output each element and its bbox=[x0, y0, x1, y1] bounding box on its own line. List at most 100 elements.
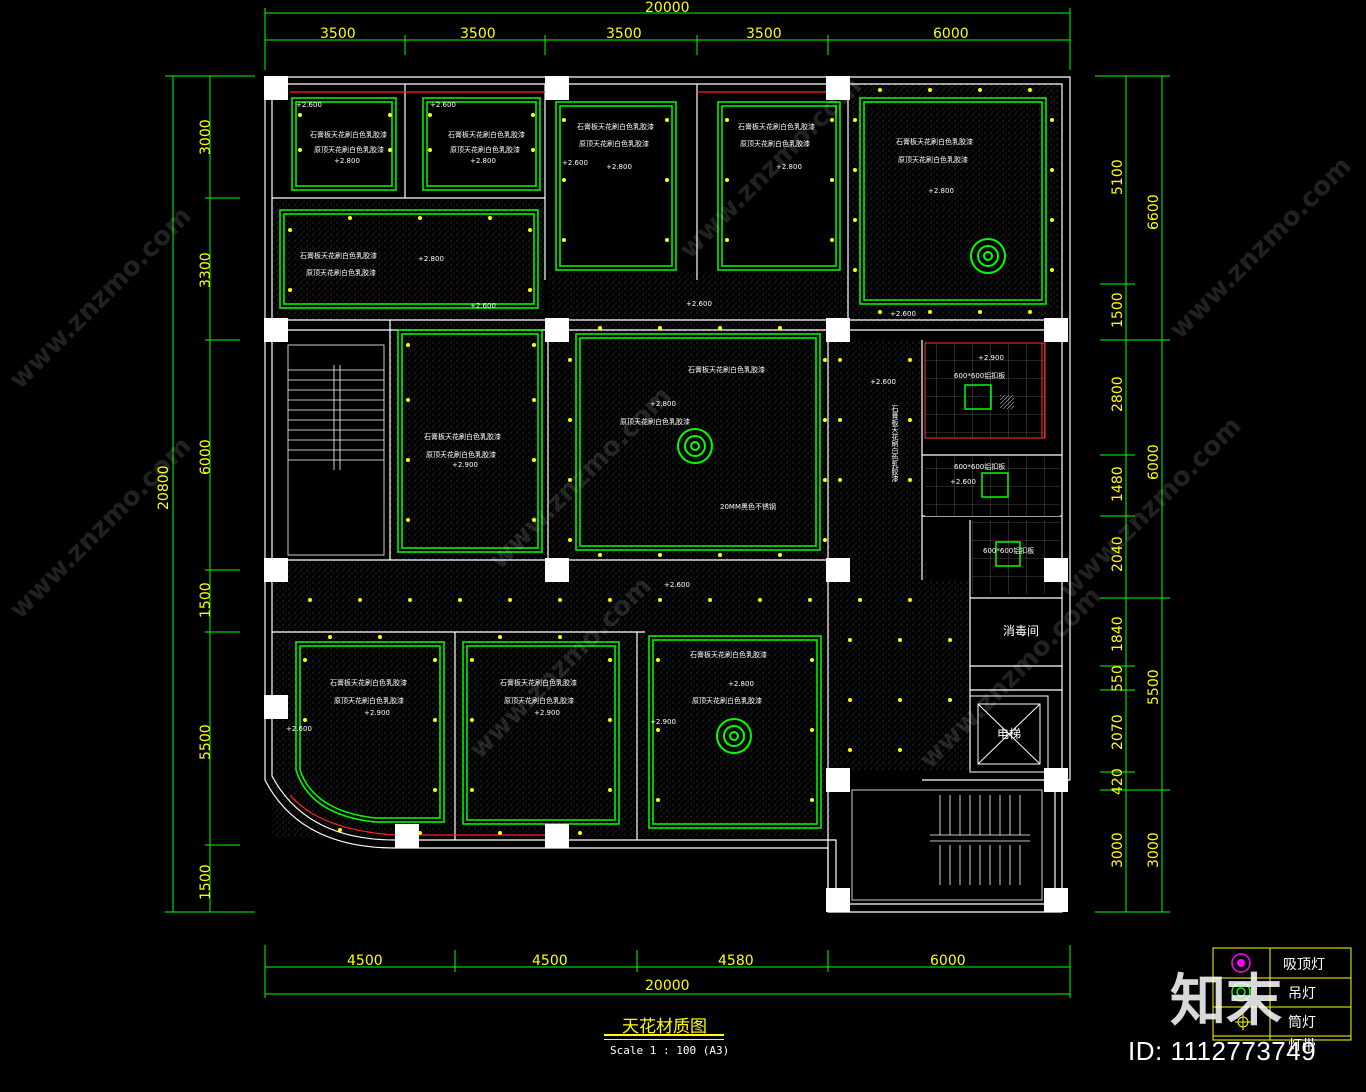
dim-bottom-4: 6000 bbox=[930, 953, 966, 969]
watermark-brand: 知末 bbox=[1170, 969, 1282, 1034]
elev-tag: +2.600 bbox=[470, 302, 496, 310]
label-panel-3: 600*600铝扣板 bbox=[983, 546, 1034, 555]
drawing-title: 天花材质图 bbox=[622, 1017, 707, 1037]
left-dimensions bbox=[165, 75, 255, 913]
label-r10-gypsum: 石膏板天花刷白色乳胶漆 bbox=[500, 678, 577, 687]
legend-pendant-light-label: 吊灯 bbox=[1288, 986, 1316, 1002]
dim-bottom-1: 4500 bbox=[347, 953, 383, 969]
elev-tag: +2.600 bbox=[296, 101, 322, 109]
dim-right-1: 5100 bbox=[1110, 159, 1126, 195]
drawing-scale: Scale 1 : 100 (A3) bbox=[610, 1044, 730, 1057]
dim-left-1: 3000 bbox=[198, 119, 214, 155]
stair-right bbox=[851, 789, 1043, 901]
elevation-tags: +2.800 +2.800 +2.600 +2.600 +2.800 +2.60… bbox=[286, 101, 1004, 733]
label-r9-gypsum: 石膏板天花刷白色乳胶漆 bbox=[330, 678, 407, 687]
dim-left-4: 1500 bbox=[198, 582, 214, 618]
label-r4-gypsum: 石膏板天花刷白色乳胶漆 bbox=[577, 122, 654, 131]
room-labels: 石膏板天花刷白色乳胶漆 原顶天花刷白色乳胶漆 石膏板天花刷白色乳胶漆 原顶天花刷… bbox=[300, 122, 1034, 705]
label-r1-original: 原顶天花刷白色乳胶漆 bbox=[314, 145, 384, 154]
label-r11-gypsum: 石膏板天花刷白色乳胶漆 bbox=[690, 650, 767, 659]
label-r8-original: 原顶天花刷白色乳胶漆 bbox=[620, 417, 690, 426]
legend-ceiling-light-label: 吸顶灯 bbox=[1283, 957, 1325, 973]
dim-right-2: 1500 bbox=[1110, 292, 1126, 328]
label-r11-original: 原顶天花刷白色乳胶漆 bbox=[692, 696, 762, 705]
label-panel-2: 600*600铝扣板 bbox=[954, 462, 1005, 471]
label-r3-gypsum: 石膏板天花刷白色乳胶漆 bbox=[300, 251, 377, 260]
watermark-text: www.znzmo.com bbox=[4, 431, 198, 625]
dim-bottom-2: 4500 bbox=[532, 953, 568, 969]
dim-right-outer-2: 6000 bbox=[1146, 444, 1162, 480]
watermark-text: www.znzmo.com bbox=[674, 71, 868, 265]
elev-tag: +2.600 bbox=[686, 300, 712, 308]
downlight-dots bbox=[288, 88, 1054, 835]
legend bbox=[1212, 947, 1352, 1041]
title-underline-thin bbox=[604, 1039, 724, 1040]
dim-right-3: 2800 bbox=[1110, 376, 1126, 412]
corridor-floors bbox=[272, 84, 1058, 837]
elev-tag: +2.600 bbox=[950, 478, 976, 486]
watermark-text: www.znzmo.com bbox=[4, 201, 198, 395]
elev-tag: +2.900 bbox=[534, 709, 560, 717]
dim-right-4: 1480 bbox=[1110, 466, 1126, 502]
structural-columns bbox=[264, 76, 1068, 912]
dim-bottom-3: 4580 bbox=[718, 953, 754, 969]
dim-left-3: 6000 bbox=[198, 439, 214, 475]
label-r6-gypsum: 石膏板天花刷白色乳胶漆 bbox=[896, 137, 973, 146]
dim-right-6: 1840 bbox=[1110, 616, 1126, 652]
dim-bottom-total: 20000 bbox=[645, 978, 690, 994]
dim-left-2: 3300 bbox=[198, 252, 214, 288]
elev-tag: +2.900 bbox=[452, 461, 478, 469]
dim-right-10: 3000 bbox=[1110, 832, 1126, 868]
label-r2-original: 原顶天花刷白色乳胶漆 bbox=[450, 145, 520, 154]
dim-right-5: 2040 bbox=[1110, 536, 1126, 572]
elev-tag: +2.600 bbox=[286, 725, 312, 733]
label-r3-original: 原顶天花刷白色乳胶漆 bbox=[306, 268, 376, 277]
dim-top-4: 3500 bbox=[746, 26, 782, 42]
label-panel-1: 600*600铝扣板 bbox=[954, 371, 1005, 380]
pendant-light-legend-icon bbox=[1231, 982, 1251, 1002]
elev-tag: +2.800 bbox=[418, 255, 444, 263]
watermark-id: ID: 1112773749 bbox=[1128, 1036, 1317, 1066]
label-corridor-vertical: 石膏板天花刷白色乳胶漆 bbox=[891, 405, 899, 483]
dim-right-outer-1: 6600 bbox=[1146, 194, 1162, 230]
red-accent-lines bbox=[289, 91, 1043, 836]
ceiling-light-icon bbox=[1231, 953, 1251, 973]
stair-left bbox=[287, 344, 385, 556]
elev-tag: +2.600 bbox=[870, 378, 896, 386]
label-r7-gypsum: 石膏板天花刷白色乳胶漆 bbox=[424, 432, 501, 441]
dim-right-outer-4: 3000 bbox=[1146, 832, 1162, 868]
top-dimensions bbox=[264, 8, 1071, 70]
dim-left-total: 20800 bbox=[156, 465, 172, 510]
dim-right-outer-3: 5500 bbox=[1146, 669, 1162, 705]
dim-right-8: 2070 bbox=[1110, 714, 1126, 750]
dim-right-7: 550 bbox=[1110, 665, 1126, 692]
label-steel: 20MM黑色不锈钢 bbox=[720, 502, 776, 511]
dim-right-9: 420 bbox=[1110, 768, 1126, 795]
ceiling-panels bbox=[279, 97, 1047, 829]
elev-tag: +2.800 bbox=[606, 163, 632, 171]
elev-tag: +2.800 bbox=[650, 400, 676, 408]
bottom-dimensions bbox=[264, 945, 1071, 998]
label-r8-gypsum: 石膏板天花刷白色乳胶漆 bbox=[688, 365, 765, 374]
dim-left-5: 5500 bbox=[198, 724, 214, 760]
dim-left-6: 1500 bbox=[198, 864, 214, 900]
elev-tag: +2.900 bbox=[364, 709, 390, 717]
label-elevator: 电梯 bbox=[997, 727, 1021, 741]
elev-tag: +2.800 bbox=[334, 157, 360, 165]
elev-tag: +2.600 bbox=[562, 159, 588, 167]
label-r6-original: 原顶天花刷白色乳胶漆 bbox=[898, 155, 968, 164]
pendant-light-icon bbox=[677, 238, 1006, 754]
elev-tag: +2.600 bbox=[890, 310, 916, 318]
elev-tag: +2.900 bbox=[978, 354, 1004, 362]
dim-top-3: 3500 bbox=[606, 26, 642, 42]
elev-tag: +2.800 bbox=[728, 680, 754, 688]
label-r9-original: 原顶天花刷白色乳胶漆 bbox=[334, 696, 404, 705]
elev-tag: +2.900 bbox=[650, 718, 676, 726]
right-dimensions bbox=[1095, 75, 1170, 913]
legend-downlight-label: 筒灯 bbox=[1288, 1014, 1316, 1031]
title-underline bbox=[604, 1034, 724, 1036]
dim-top-5: 6000 bbox=[933, 26, 969, 42]
label-r1-gypsum: 石膏板天花刷白色乳胶漆 bbox=[310, 130, 387, 139]
elevator-shaft bbox=[969, 695, 1049, 773]
